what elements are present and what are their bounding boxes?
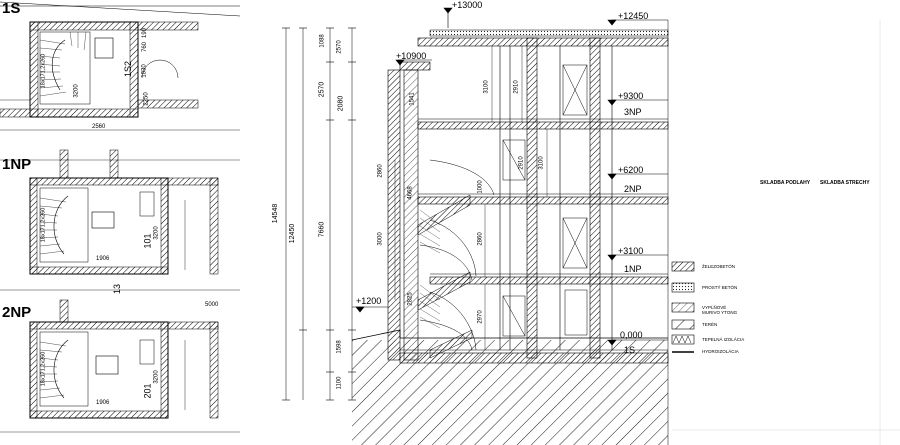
plan-dim: 2560	[92, 124, 106, 130]
floor-label: 3NP	[624, 107, 642, 117]
stair-note: 18x171,2x260	[40, 351, 47, 387]
roof-composition-header: SKLADBA STRECHY	[820, 180, 870, 186]
stair-note: 18x171,2x260	[40, 207, 47, 243]
floor-composition-header: SKLADBA PODLAHY	[760, 180, 811, 186]
plan-dim: 3200	[73, 84, 80, 98]
plan-dim: 5000	[205, 302, 219, 308]
plan-dim: 760	[142, 41, 149, 53]
dim-text: 2570	[336, 40, 343, 54]
dim-text: 3100	[483, 80, 490, 94]
legend-swatches	[671, 261, 695, 353]
floor-label: 1S	[624, 345, 636, 355]
plan-dim: 2250	[143, 92, 150, 106]
level-label: +10900	[396, 51, 427, 61]
dim-text: 2970	[477, 310, 484, 324]
dim-text: 12450	[289, 223, 297, 244]
plan-dim: 3200	[153, 370, 160, 384]
dim-text: 2910	[518, 156, 525, 170]
level-label: +13000	[452, 0, 483, 10]
dim-text: 1598	[336, 340, 343, 354]
plan-title-1np: 1NP	[2, 156, 32, 173]
dim-text: 1100	[336, 376, 343, 390]
dim-text: 2860	[477, 232, 484, 246]
dimension-chains	[282, 27, 356, 401]
plan-title-2np: 2NP	[2, 304, 32, 321]
building-section	[351, 7, 669, 445]
level-label: +3100	[618, 246, 644, 256]
dim-text: 4668	[407, 186, 414, 200]
room-label: 201	[142, 383, 153, 399]
legend-label: VYPĹŇOVÉ MURIVO YTONG	[702, 305, 738, 315]
plan-2np	[0, 299, 240, 433]
room-label: 101	[142, 233, 153, 249]
legend-label: PROSTÝ BETÓN	[702, 285, 738, 290]
dim-text: 1088	[319, 34, 326, 48]
plan-dim: 3200	[153, 226, 160, 240]
room-label: 1S2	[123, 60, 134, 78]
stair-note: 18x171,2x260	[40, 53, 47, 89]
plan-dim: 13	[112, 283, 123, 295]
dim-text: 2080	[337, 95, 345, 112]
legend-label: TEPELNÁ IZOLÁCIA	[702, 337, 745, 342]
plan-dim: 1906	[96, 400, 110, 406]
dim-text: 1000	[477, 180, 484, 194]
plan-dim: 190	[142, 27, 149, 39]
dim-text: 2570	[318, 81, 326, 98]
dim-text: 7660	[318, 221, 326, 238]
level-label: +1200	[356, 296, 382, 306]
floor-label: 2NP	[624, 184, 642, 194]
plan-title-1s: 1S	[2, 0, 21, 17]
floor-label: 1NP	[624, 264, 642, 274]
level-label: +6200	[618, 165, 644, 175]
plan-dim: 1906	[96, 256, 110, 262]
dim-text: 2910	[513, 80, 520, 94]
plan-dim: 1830	[141, 64, 148, 78]
level-label: 0,000	[620, 330, 643, 340]
level-label: +9300	[618, 91, 644, 101]
dim-total: 14548	[272, 203, 280, 224]
dim-text: 3000	[377, 232, 384, 246]
dim-text: 2825	[407, 292, 414, 306]
plan-1s	[0, 1, 241, 131]
legend-label: HYDROIZOLÁCIA	[702, 349, 739, 354]
legend-label: TERÉN	[702, 322, 718, 327]
level-label: +12450	[618, 11, 649, 21]
legend-label: ŽELEZOBETÓN	[702, 264, 736, 269]
dim-text: 1541	[409, 92, 416, 106]
dim-text: 3100	[538, 156, 545, 170]
dim-text: 2860	[377, 164, 384, 178]
plan-1np	[0, 149, 240, 291]
